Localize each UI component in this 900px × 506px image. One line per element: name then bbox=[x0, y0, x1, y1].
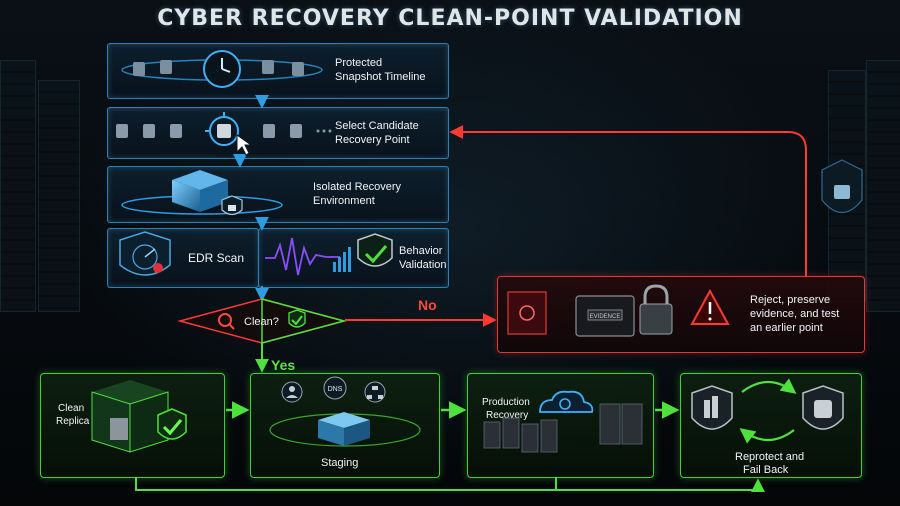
reprotect-line-1: Reprotect and bbox=[735, 451, 805, 463]
step-1-label-line-1: Protected bbox=[335, 57, 383, 69]
decision-diamond bbox=[177, 298, 347, 344]
production-server-racks bbox=[483, 403, 643, 453]
reject-line-1: Reject, preserve bbox=[750, 294, 831, 306]
replica-shield-check-icon bbox=[157, 408, 187, 440]
snapshot-row-icons bbox=[116, 124, 332, 138]
decision-check-icon bbox=[288, 309, 306, 328]
biohazard-icon bbox=[507, 291, 547, 335]
server-rack-left-2 bbox=[38, 80, 80, 312]
step-select-candidate-recovery-point: Select Candidate Recovery Point bbox=[107, 107, 449, 159]
evidence-tag: EVIDENCE bbox=[590, 314, 621, 320]
retry-loop-arrow bbox=[449, 125, 807, 276]
padlock-icon bbox=[639, 284, 673, 335]
primary-site-shield-icon bbox=[691, 385, 733, 430]
failback-loop-arrow bbox=[135, 477, 765, 493]
target-selector-icon bbox=[205, 112, 239, 146]
cloud-power-icon bbox=[539, 390, 594, 413]
decision-label: Clean? bbox=[244, 316, 279, 328]
bug-icon bbox=[153, 263, 163, 273]
staging-server-icon bbox=[318, 412, 370, 446]
reject-line-2: evidence, and test bbox=[750, 308, 840, 320]
clock-icon bbox=[121, 50, 323, 88]
production-recovery-line-2: Recovery bbox=[486, 410, 529, 421]
signal-bars bbox=[333, 247, 351, 272]
clean-replica-line-1: Clean bbox=[58, 403, 85, 414]
step-1-label-line-2: Snapshot Timeline bbox=[335, 71, 426, 83]
server-rack-right-2 bbox=[866, 60, 900, 312]
decision-yes-label: Yes bbox=[271, 357, 296, 373]
lock-icon bbox=[221, 195, 243, 216]
reject-panel: Reject, preserve evidence, and test an e… bbox=[497, 276, 865, 353]
backup-site-shield-icon bbox=[802, 385, 844, 430]
edr-scan-label: EDR Scan bbox=[188, 251, 245, 265]
network-icon bbox=[364, 381, 386, 403]
behavior-validation-line-2: Validation bbox=[399, 259, 447, 271]
evidence-case-icon bbox=[575, 295, 635, 337]
waveform-icon bbox=[265, 237, 340, 276]
step-3-label-line-1: Isolated Recovery bbox=[313, 181, 402, 193]
replica-cube-icon bbox=[91, 380, 169, 453]
dns-icon bbox=[323, 376, 347, 400]
dns-tag: DNS bbox=[328, 386, 343, 393]
sync-arrows-icon bbox=[739, 378, 797, 444]
page-title: CYBER RECOVERY CLEAN-POINT VALIDATION bbox=[157, 6, 743, 31]
production-recovery-line-1: Production bbox=[482, 397, 530, 408]
snapshot-disk-icons bbox=[133, 60, 304, 76]
step-behavior-validation: Behavior Validation bbox=[258, 228, 449, 288]
user-icon bbox=[281, 381, 303, 403]
staging-label: Staging bbox=[321, 457, 359, 469]
reject-line-3: an earlier point bbox=[750, 322, 823, 334]
cursor-icon bbox=[236, 134, 253, 156]
warning-icon bbox=[690, 288, 730, 325]
server-cube-icon bbox=[121, 170, 283, 215]
step-3-label-line-2: Environment bbox=[313, 195, 375, 207]
side-lock-icon bbox=[821, 159, 863, 214]
decision-no-label: No bbox=[418, 297, 437, 313]
behavior-validation-line-1: Behavior bbox=[399, 245, 443, 257]
shield-check-icon bbox=[357, 233, 393, 267]
clean-replica-line-2: Replica bbox=[56, 416, 90, 427]
magnifier-icon bbox=[218, 313, 235, 330]
step-2-label-line-1: Select Candidate bbox=[335, 120, 419, 132]
server-rack-left-1 bbox=[0, 60, 36, 312]
step-2-label-line-2: Recovery Point bbox=[335, 134, 410, 146]
reprotect-line-2: Fail Back bbox=[743, 464, 789, 476]
